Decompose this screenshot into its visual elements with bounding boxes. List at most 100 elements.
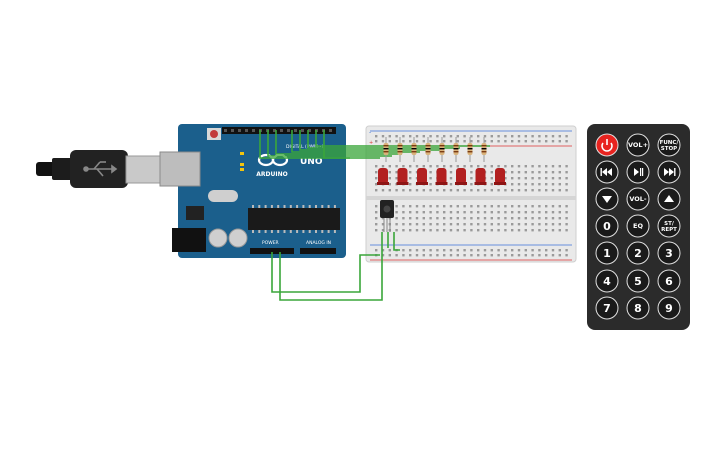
breadboard-hole[interactable] — [409, 183, 412, 186]
breadboard-hole[interactable] — [511, 165, 514, 168]
breadboard-hole[interactable] — [565, 171, 568, 174]
breadboard-hole[interactable] — [483, 223, 487, 226]
breadboard-hole[interactable] — [504, 205, 507, 208]
breadboard-hole[interactable] — [524, 165, 527, 168]
breadboard-hole[interactable] — [402, 165, 405, 168]
remote-st-rept-button[interactable]: ST/REPT — [657, 214, 681, 238]
breadboard-hole[interactable] — [551, 211, 555, 214]
breadboard-hole[interactable] — [517, 223, 521, 226]
breadboard-hole[interactable] — [490, 229, 493, 232]
resistor[interactable] — [467, 137, 473, 162]
breadboard-hole[interactable] — [375, 249, 378, 252]
breadboard-hole[interactable] — [449, 135, 453, 138]
breadboard-hole[interactable] — [565, 177, 568, 180]
breadboard-hole[interactable] — [565, 211, 568, 214]
breadboard-hole[interactable] — [409, 135, 412, 138]
breadboard-hole[interactable] — [497, 249, 500, 252]
breadboard-hole[interactable] — [545, 211, 548, 214]
breadboard-hole[interactable] — [477, 223, 480, 226]
breadboard-hole[interactable] — [524, 189, 527, 192]
breadboard-hole[interactable] — [449, 254, 453, 257]
breadboard-hole[interactable] — [538, 189, 541, 192]
breadboard-hole[interactable] — [436, 249, 439, 252]
breadboard-hole[interactable] — [381, 223, 385, 226]
breadboard-hole[interactable] — [388, 171, 391, 174]
breadboard-hole[interactable] — [375, 205, 378, 208]
breadboard-hole[interactable] — [483, 135, 487, 138]
breadboard-hole[interactable] — [429, 205, 432, 208]
breadboard-hole[interactable] — [517, 183, 521, 186]
resistor[interactable] — [481, 137, 487, 162]
breadboard-hole[interactable] — [388, 249, 391, 252]
breadboard-hole[interactable] — [381, 135, 385, 138]
breadboard-hole[interactable] — [436, 135, 439, 138]
breadboard-hole[interactable] — [545, 135, 548, 138]
breadboard-hole[interactable] — [395, 165, 398, 168]
breadboard-hole[interactable] — [443, 249, 446, 252]
breadboard-hole[interactable] — [558, 183, 561, 186]
breadboard-hole[interactable] — [415, 229, 419, 232]
remote-9-button[interactable]: 9 — [657, 296, 681, 320]
breadboard-hole[interactable] — [429, 140, 432, 143]
breadboard-hole[interactable] — [565, 135, 568, 138]
breadboard-hole[interactable] — [551, 254, 555, 257]
breadboard-hole[interactable] — [388, 177, 391, 180]
breadboard-hole[interactable] — [551, 183, 555, 186]
breadboard-hole[interactable] — [545, 249, 548, 252]
remote-3-button[interactable]: 3 — [657, 241, 681, 265]
breadboard-hole[interactable] — [558, 177, 561, 180]
header-pin[interactable] — [252, 129, 255, 132]
remote-down-button[interactable] — [595, 187, 619, 211]
breadboard-hole[interactable] — [490, 140, 493, 143]
breadboard-hole[interactable] — [429, 223, 432, 226]
header-pin[interactable] — [280, 129, 283, 132]
breadboard-hole[interactable] — [422, 205, 425, 208]
breadboard-hole[interactable] — [545, 189, 548, 192]
breadboard-hole[interactable] — [456, 211, 459, 214]
breadboard-hole[interactable] — [565, 140, 568, 143]
breadboard-hole[interactable] — [409, 140, 412, 143]
breadboard-hole[interactable] — [558, 135, 561, 138]
breadboard-hole[interactable] — [517, 189, 521, 192]
breadboard-hole[interactable] — [483, 217, 487, 220]
breadboard-hole[interactable] — [477, 135, 480, 138]
breadboard-hole[interactable] — [538, 165, 541, 168]
wire-pin-to-breadboard[interactable] — [315, 130, 490, 147]
breadboard-hole[interactable] — [470, 189, 473, 192]
breadboard-hole[interactable] — [565, 183, 568, 186]
breadboard-hole[interactable] — [497, 205, 500, 208]
breadboard-hole[interactable] — [538, 229, 541, 232]
breadboard-hole[interactable] — [538, 140, 541, 143]
breadboard-hole[interactable] — [545, 171, 548, 174]
led-array[interactable] — [377, 168, 506, 185]
breadboard-hole[interactable] — [395, 205, 398, 208]
header-pin[interactable] — [308, 129, 311, 132]
remote-play-pause-button[interactable] — [626, 160, 650, 184]
breadboard-hole[interactable] — [375, 135, 378, 138]
breadboard-hole[interactable] — [558, 217, 561, 220]
breadboard-hole[interactable] — [511, 135, 514, 138]
breadboard-hole[interactable] — [381, 140, 385, 143]
breadboard-hole[interactable] — [511, 229, 514, 232]
breadboard-hole[interactable] — [456, 223, 459, 226]
led[interactable] — [435, 168, 448, 185]
arduino-reset-button[interactable] — [210, 130, 218, 138]
breadboard-hole[interactable] — [565, 229, 568, 232]
breadboard-hole[interactable] — [538, 205, 541, 208]
breadboard-hole[interactable] — [497, 217, 500, 220]
breadboard-hole[interactable] — [449, 249, 453, 252]
remote-0-button[interactable]: 0 — [595, 214, 619, 238]
breadboard-hole[interactable] — [558, 249, 561, 252]
breadboard-hole[interactable] — [531, 249, 534, 252]
breadboard-hole[interactable] — [524, 140, 527, 143]
breadboard-hole[interactable] — [551, 177, 555, 180]
header-pin[interactable] — [294, 129, 297, 132]
breadboard-hole[interactable] — [490, 211, 493, 214]
breadboard-hole[interactable] — [449, 140, 453, 143]
breadboard-hole[interactable] — [511, 171, 514, 174]
breadboard-hole[interactable] — [470, 249, 473, 252]
breadboard-hole[interactable] — [429, 249, 432, 252]
resistor[interactable] — [383, 137, 389, 162]
breadboard-hole[interactable] — [422, 229, 425, 232]
breadboard-hole[interactable] — [470, 135, 473, 138]
